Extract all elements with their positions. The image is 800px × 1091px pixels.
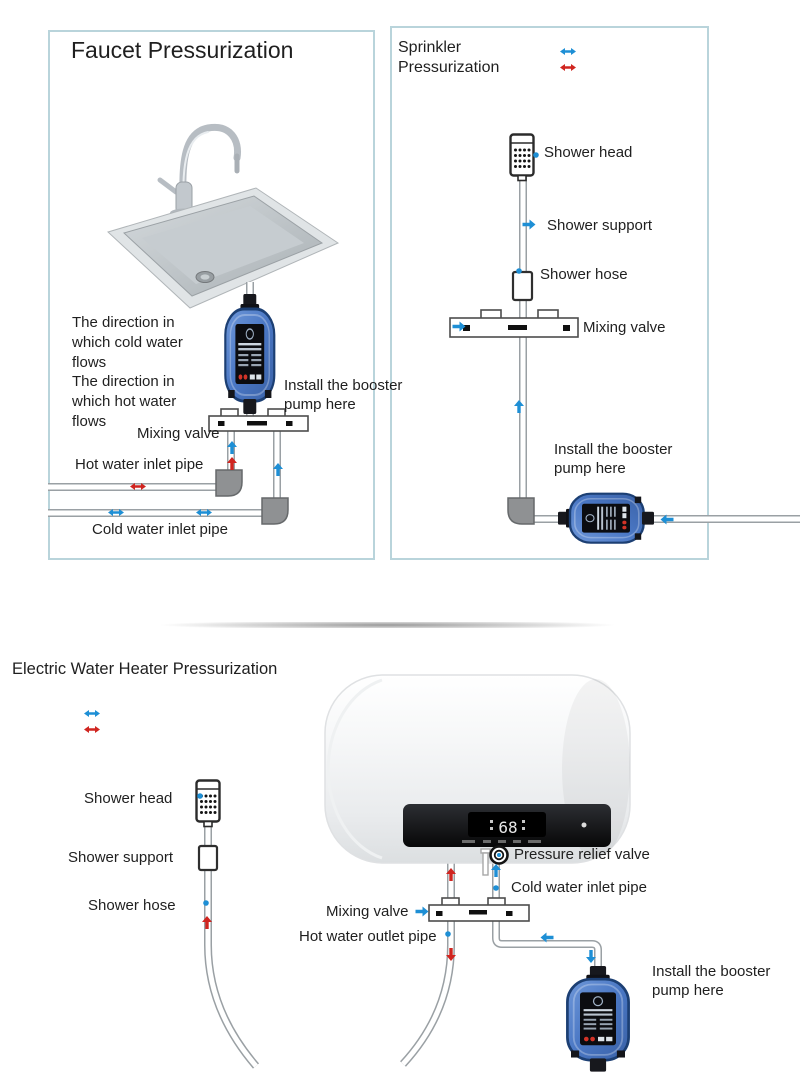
booster-pump-faucet bbox=[223, 292, 276, 416]
mixing-valve-label-heater: Mixing valve bbox=[326, 903, 409, 920]
mixing-valve-heater bbox=[428, 897, 530, 922]
flow-arrows-sprinkler bbox=[452, 152, 674, 525]
legend-arrows-heater bbox=[84, 710, 100, 733]
heater-section-title: Electric Water Heater Pressurization bbox=[12, 660, 278, 678]
install-pump-note-faucet: Install the booster pump here bbox=[284, 377, 403, 414]
cold-inlet-label-heater: Cold water inlet pipe bbox=[511, 879, 647, 896]
shower-support-icon-heater bbox=[197, 844, 219, 872]
booster-pump-sprinkler bbox=[556, 492, 656, 544]
flow-direction-legend-text: The direction in which cold water flows … bbox=[72, 313, 210, 432]
shower-head-label-sprinkler: Shower head bbox=[544, 144, 633, 161]
shower-hose-label-heater: Shower hose bbox=[88, 897, 176, 914]
cold-flow-legend-icon bbox=[84, 710, 100, 717]
elbow-joint-sprinkler bbox=[507, 497, 535, 525]
water-heater-illustration: 68 bbox=[324, 674, 631, 864]
cold-direction-text: The direction in which cold water flows bbox=[72, 314, 183, 371]
booster-pump-heater bbox=[566, 964, 630, 1073]
mixing-valve-label-sprinkler: Mixing valve bbox=[583, 319, 666, 336]
sink-illustration bbox=[107, 123, 340, 309]
shower-support-label-sprinkler: Shower support bbox=[547, 217, 653, 234]
shower-head-icon-heater bbox=[195, 779, 221, 828]
pressure-relief-valve-icon bbox=[480, 845, 509, 876]
shower-support-label-heater: Shower support bbox=[68, 849, 174, 866]
heater-control-panel: 68 bbox=[403, 804, 611, 847]
flow-arrows-heater bbox=[197, 793, 596, 963]
hot-outlet-label-heater: Hot water outlet pipe bbox=[299, 928, 437, 945]
install-pump-note-heater: Install the booster pump here bbox=[652, 963, 771, 1000]
pressure-relief-valve-label: Pressure relief valve bbox=[514, 846, 650, 863]
shower-head-label-heater: Shower head bbox=[84, 790, 173, 807]
mixing-valve-sprinkler bbox=[449, 309, 579, 338]
install-pump-note-sprinkler: Install the booster pump here bbox=[554, 441, 673, 478]
hot-flow-legend-icon bbox=[84, 726, 100, 733]
cold-inlet-label: Cold water inlet pipe bbox=[92, 521, 228, 538]
mixing-valve-label-faucet: Mixing valve bbox=[137, 425, 220, 442]
sprinkler-panel-title: Sprinkler Pressurization bbox=[398, 39, 500, 77]
cold-flow-legend-icon bbox=[560, 48, 576, 55]
elbow-joint-cold bbox=[261, 497, 289, 525]
shower-support-icon-sprinkler bbox=[511, 270, 534, 302]
section-divider bbox=[95, 622, 680, 628]
shower-head-icon-sprinkler bbox=[509, 133, 535, 182]
flow-arrows-faucet bbox=[108, 441, 283, 516]
heater-temperature-display: 68 bbox=[498, 818, 517, 837]
sprinkler-pressurization-panel bbox=[390, 26, 709, 560]
hot-direction-text: The direction in which hot water flows bbox=[72, 373, 177, 430]
hot-flow-legend-icon bbox=[560, 64, 576, 71]
elbow-joint-hot bbox=[215, 469, 243, 497]
shower-hose-label-sprinkler: Shower hose bbox=[540, 266, 628, 283]
faucet-panel-title: Faucet Pressurization bbox=[71, 37, 294, 63]
hot-inlet-label: Hot water inlet pipe bbox=[75, 456, 204, 473]
legend-arrows-sprinkler bbox=[560, 48, 576, 71]
mixing-valve-faucet bbox=[208, 408, 309, 432]
